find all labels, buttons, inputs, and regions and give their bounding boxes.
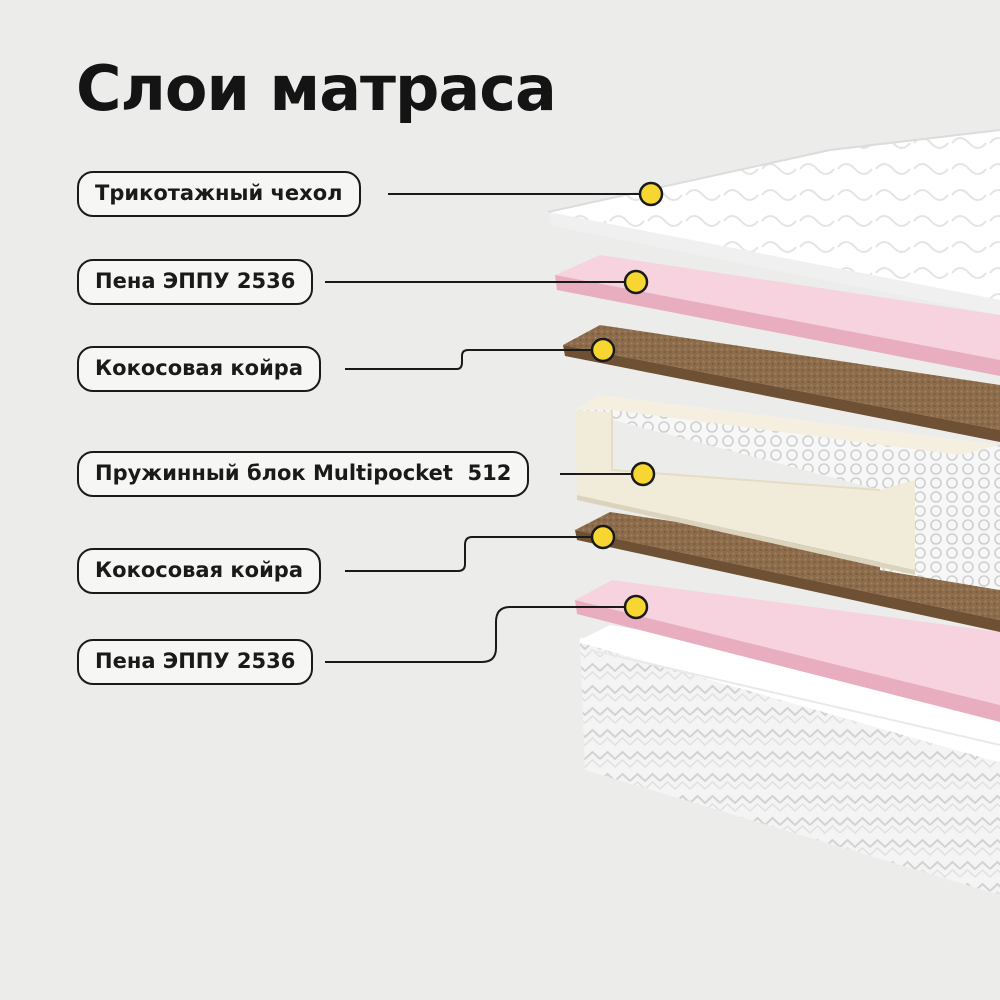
marker-dot-2: [623, 269, 649, 295]
marker-dot-5: [590, 524, 616, 550]
leader-line-6: [325, 606, 636, 663]
layer-label-foam-top: Пена ЭППУ 2536: [77, 259, 314, 305]
bottom-foam-layer: [575, 580, 1000, 722]
marker-dot-3: [590, 337, 616, 363]
layer-label-foam-bottom: Пена ЭППУ 2536: [77, 639, 314, 685]
layer-label-coir-top: Кокосовая койра: [77, 346, 322, 392]
bottom-cover-layer: [579, 625, 1000, 895]
marker-dot-1: [638, 181, 664, 207]
leader-line-3: [345, 349, 603, 370]
layer-label-knit-cover: Трикотажный чехол: [77, 171, 361, 217]
bottom-coir-layer: [575, 512, 1000, 632]
marker-dot-4: [630, 461, 656, 487]
layer-label-coir-bottom: Кокосовая койра: [77, 548, 322, 594]
top-foam-layer: [555, 255, 1000, 376]
leader-line-5: [345, 536, 603, 572]
layer-label-spring-block: Пружинный блок Multipocket 512: [77, 451, 530, 497]
top-coir-layer: [563, 325, 1000, 442]
page-title: Слои матраса: [76, 52, 557, 125]
spring-block-layer: [575, 395, 1000, 590]
marker-dot-6: [623, 594, 649, 620]
